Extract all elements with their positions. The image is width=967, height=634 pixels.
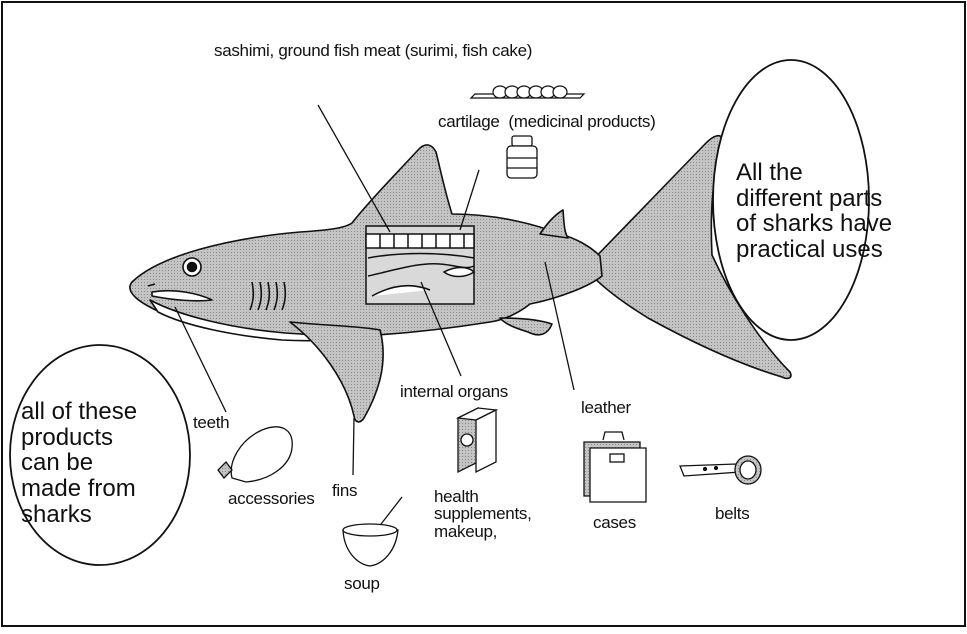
belt-icon — [680, 456, 761, 484]
pendant-icon — [218, 427, 292, 482]
label-sashimi: sashimi, ground fish meat (surimi, fish … — [214, 42, 532, 59]
soup-bowl-icon — [343, 497, 402, 566]
label-fins: fins — [332, 482, 357, 499]
label-teeth: teeth — [193, 414, 229, 431]
left-bubble-text: all of these products can be made from s… — [21, 399, 137, 527]
dorsal-fin-small — [540, 210, 568, 238]
pelvic-fin — [500, 318, 552, 335]
right-bubble-text: All the different parts of sharks have p… — [736, 160, 892, 263]
shark-cutaway — [366, 226, 474, 304]
label-cases: cases — [593, 514, 636, 531]
label-internal-organs: internal organs — [400, 383, 508, 400]
briefcase-icon — [584, 432, 646, 502]
label-soup: soup — [344, 575, 380, 592]
label-leather: leather — [581, 399, 631, 416]
medicine-jar-icon — [507, 136, 537, 178]
label-belts: belts — [715, 505, 749, 522]
label-health-supplements: health supplements, makeup, — [434, 488, 532, 540]
label-accessories: accessories — [228, 490, 314, 507]
label-cartilage: cartilage (medicinal products) — [438, 113, 655, 130]
fish-slices-icon — [471, 86, 584, 98]
supplement-box-icon — [458, 408, 496, 472]
shark-pupil — [188, 263, 197, 272]
